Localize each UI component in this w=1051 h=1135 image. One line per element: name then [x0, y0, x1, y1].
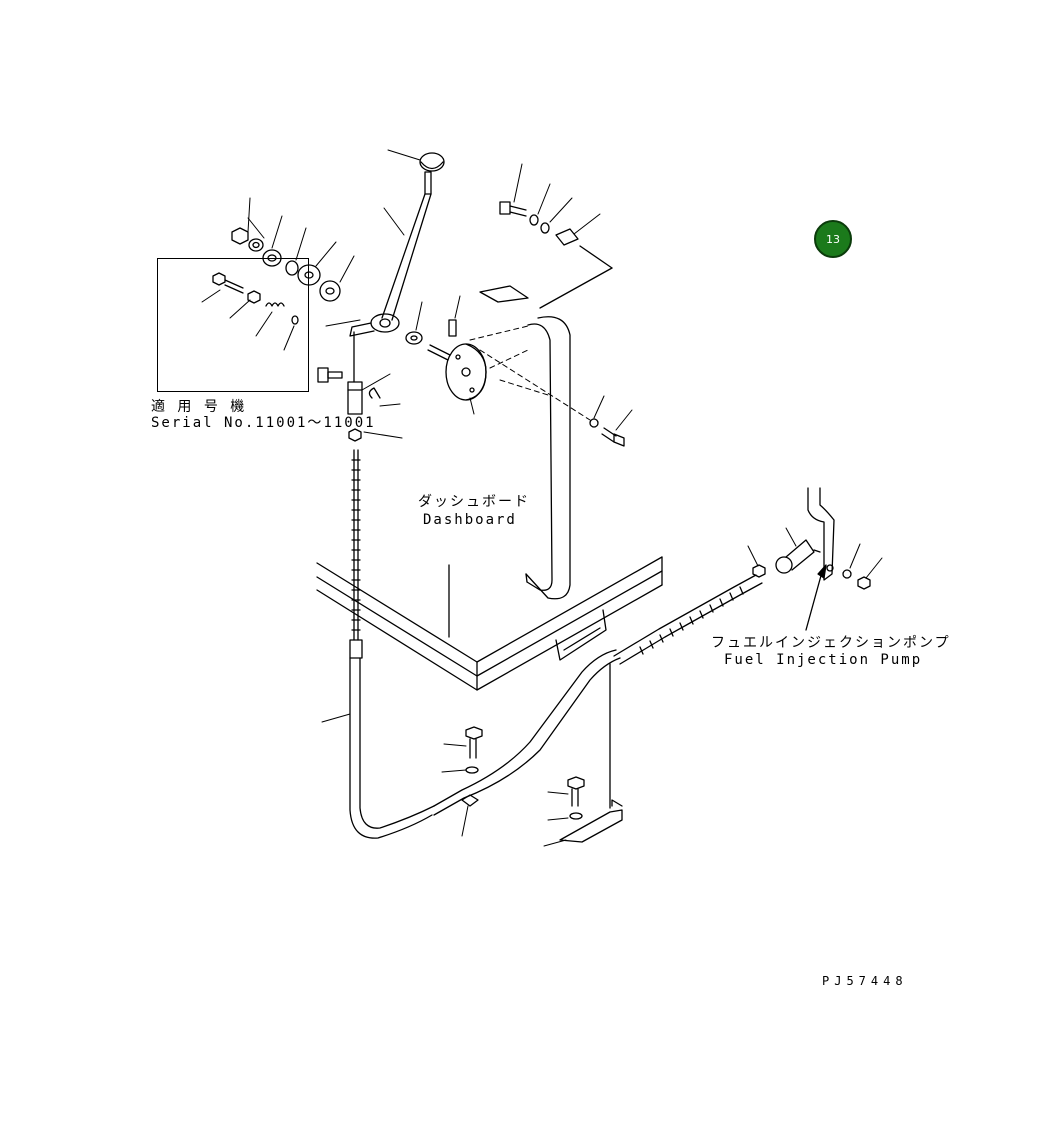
handle-bolt: [589, 418, 625, 447]
dashboard-label-jp: ダッシュボード: [418, 494, 530, 510]
serial-callout-box: [157, 258, 309, 392]
lever-hardware: [317, 319, 457, 442]
cable-clamp-bracket: [461, 726, 623, 843]
flange-plate: [427, 285, 529, 401]
fuel-pump-label-en: Fuel Injection Pump: [724, 652, 923, 668]
lever-assembly: [349, 152, 445, 383]
pump-linkage: [752, 487, 871, 631]
throttle-cable: [349, 449, 763, 839]
dashboard-panel: [316, 556, 663, 691]
reference-number-badge[interactable]: 13: [814, 220, 852, 258]
callout-parts: [212, 272, 299, 325]
serial-note-en: Serial No.11001～11001: [151, 415, 376, 431]
leader-lines: [201, 149, 883, 847]
drawing-number: PJ57448: [822, 974, 908, 988]
fuel-pump-label-jp: フュエルインジェクションポンプ: [711, 635, 951, 651]
grip-handle: [525, 316, 571, 600]
top-fastener-set: [499, 201, 613, 309]
mounting-guide-lines: [469, 325, 591, 421]
serial-note-jp: 適 用 号 機: [151, 399, 247, 415]
dashboard-label-en: Dashboard: [423, 512, 517, 528]
